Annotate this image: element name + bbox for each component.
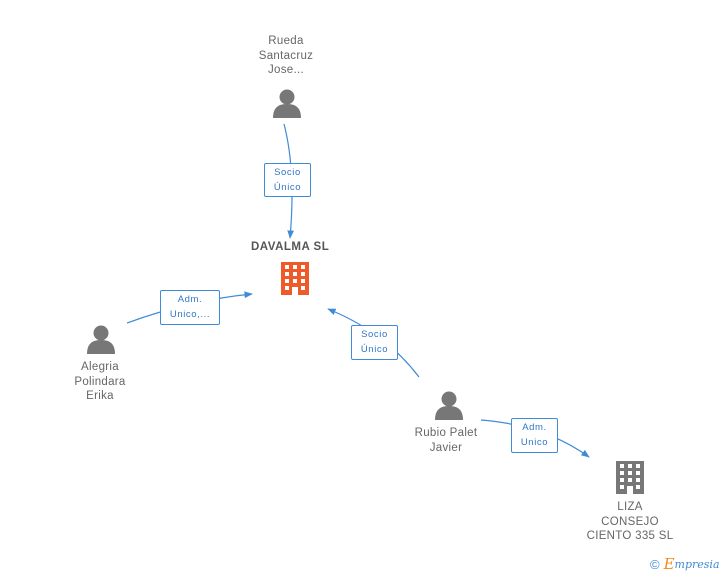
- empresia-watermark: © E mpresia: [650, 555, 720, 573]
- person-name-line: Erika: [86, 390, 114, 402]
- person-name-line: Rubio Palet: [414, 427, 478, 439]
- person-icon[interactable]: [273, 89, 301, 119]
- person-name-line: Rueda: [268, 35, 304, 47]
- relation-label-socio-unico[interactable]: Socio Único: [264, 163, 311, 197]
- company-name-line: CIENTO 335 SL: [586, 530, 674, 542]
- person-label-rueda[interactable]: Rueda Santacruz Jose...: [238, 34, 334, 78]
- relation-line: Unico,...: [169, 308, 211, 320]
- person-name-line: Jose...: [268, 64, 304, 76]
- relation-line: Único: [360, 343, 389, 355]
- company-name[interactable]: DAVALMA SL: [251, 241, 330, 253]
- relation-label-socio-unico[interactable]: Socio Único: [351, 325, 398, 360]
- person-name-line: Alegria: [81, 361, 119, 373]
- brand-name: mpresia: [674, 557, 720, 571]
- brand-initial: E: [663, 555, 675, 573]
- relation-line: Único: [273, 181, 302, 193]
- company-name-line: CONSEJO: [601, 515, 659, 528]
- relation-line: Socio: [361, 329, 388, 340]
- relation-label-adm-unico[interactable]: Adm. Unico: [511, 418, 558, 453]
- relation-line: Adm.: [177, 294, 203, 305]
- building-icon[interactable]: [281, 262, 309, 295]
- person-icon[interactable]: [435, 391, 463, 421]
- building-icon[interactable]: [616, 461, 644, 494]
- relation-line: Socio: [274, 167, 301, 178]
- person-label-alegria[interactable]: Alegria Polindara Erika: [52, 360, 148, 404]
- person-label-rubio[interactable]: Rubio Palet Javier: [398, 426, 494, 455]
- relation-line: Unico: [520, 436, 549, 448]
- relation-line: Adm.: [522, 422, 547, 433]
- person-name-line: Polindara: [74, 375, 126, 388]
- copyright-symbol: ©: [650, 556, 660, 572]
- company-label-liza[interactable]: LIZA CONSEJO CIENTO 335 SL: [575, 500, 685, 544]
- person-name-line: Santacruz: [258, 49, 314, 62]
- relation-label-adm-unico[interactable]: Adm. Unico,...: [160, 290, 220, 325]
- company-name-line: LIZA: [617, 501, 643, 513]
- person-icon[interactable]: [87, 325, 115, 355]
- person-name-line: Javier: [429, 441, 463, 454]
